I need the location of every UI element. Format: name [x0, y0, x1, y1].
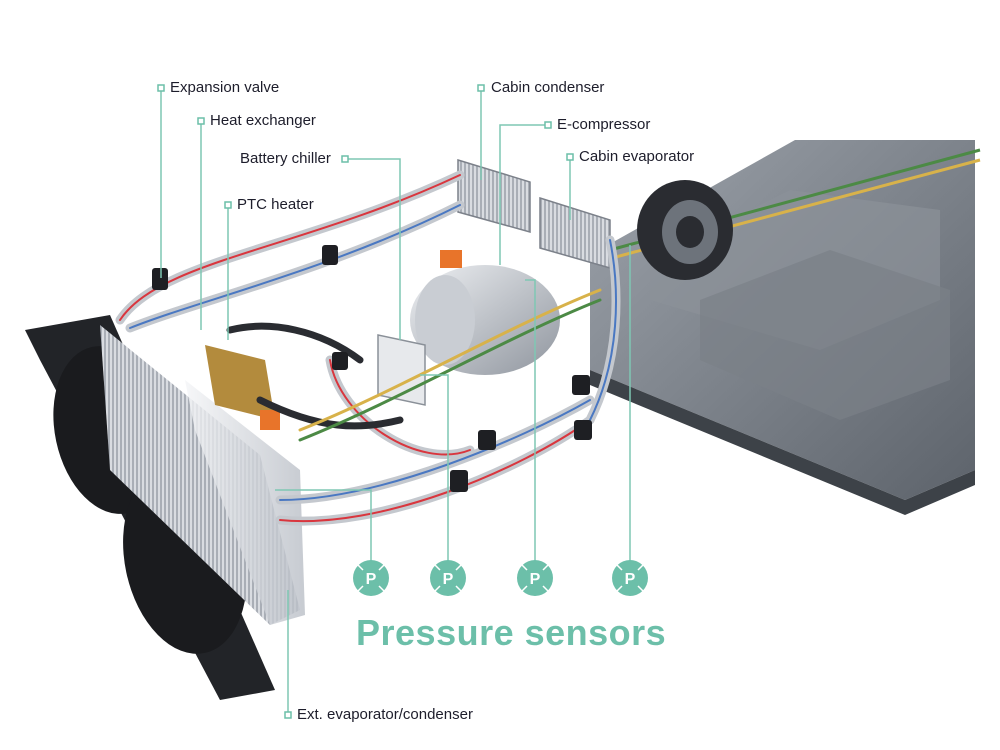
label-battery-chiller: Battery chiller: [240, 150, 331, 167]
pressure-sensor-icon: P: [353, 560, 389, 596]
sensor-glyph: P: [530, 571, 541, 588]
diagram-title: Pressure sensors: [356, 612, 667, 653]
pressure-sensor-icon: P: [517, 560, 553, 596]
cabin-condenser-unit: [457, 158, 531, 233]
label-ext-evaporator-condenser: Ext. evaporator/condenser: [297, 706, 473, 723]
cabin-blower: [637, 180, 733, 280]
label-ptc-heater: PTC heater: [237, 196, 314, 213]
sensor-glyph: P: [366, 571, 377, 588]
leader-lines: [160, 88, 631, 715]
label-heat-exchanger: Heat exchanger: [210, 112, 316, 129]
sensor-glyph: P: [443, 571, 454, 588]
label-expansion-valve: Expansion valve: [170, 79, 280, 96]
pipe-fittings: [152, 245, 592, 492]
sensor-glyph: P: [625, 571, 636, 588]
fan-radiator-module: [25, 315, 305, 700]
pressure-sensor-icons: P P P P: [353, 560, 648, 596]
square-marker-icon: [157, 84, 574, 719]
label-cabin-condenser: Cabin condenser: [491, 79, 605, 96]
cabin-evaporator-unit: [539, 196, 611, 269]
e-compressor-unit: [410, 250, 560, 375]
vehicle-floor-platform: [590, 140, 981, 515]
label-cabin-evaporator: Cabin evaporator: [579, 148, 695, 165]
pressure-sensor-icon: P: [612, 560, 648, 596]
label-e-compressor: E-compressor: [557, 116, 651, 133]
pipes: [115, 170, 621, 526]
pressure-sensor-icon: P: [430, 560, 466, 596]
